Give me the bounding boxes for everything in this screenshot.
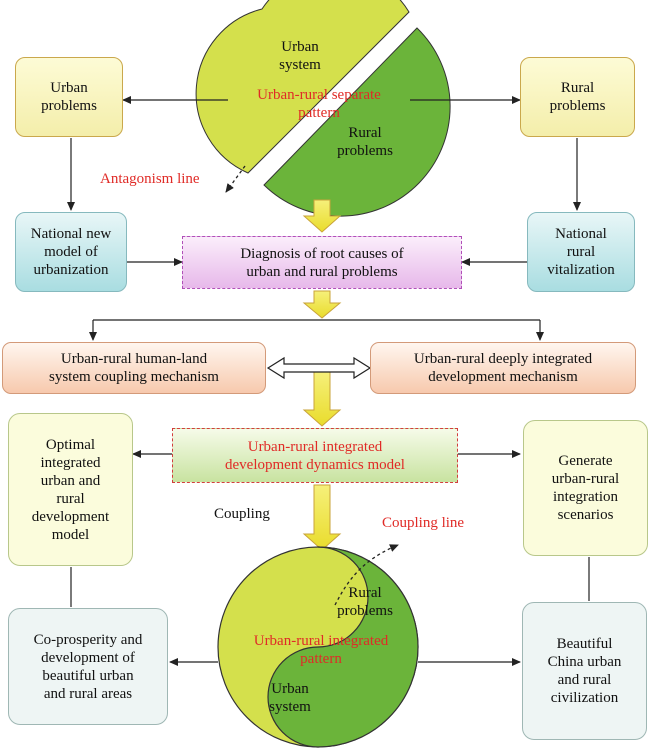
- diagnosis-branch: [89, 319, 544, 341]
- bottom-circle: [217, 546, 419, 748]
- coupling-line: [334, 544, 399, 606]
- antagonism-line: [225, 165, 246, 193]
- antagonism-line-label: Antagonism line: [100, 171, 200, 187]
- coupling-label: Coupling: [214, 506, 270, 522]
- coupling-line-label: Coupling line: [382, 515, 465, 531]
- yellow-arrows: [302, 199, 342, 551]
- top-circle: [195, 0, 451, 217]
